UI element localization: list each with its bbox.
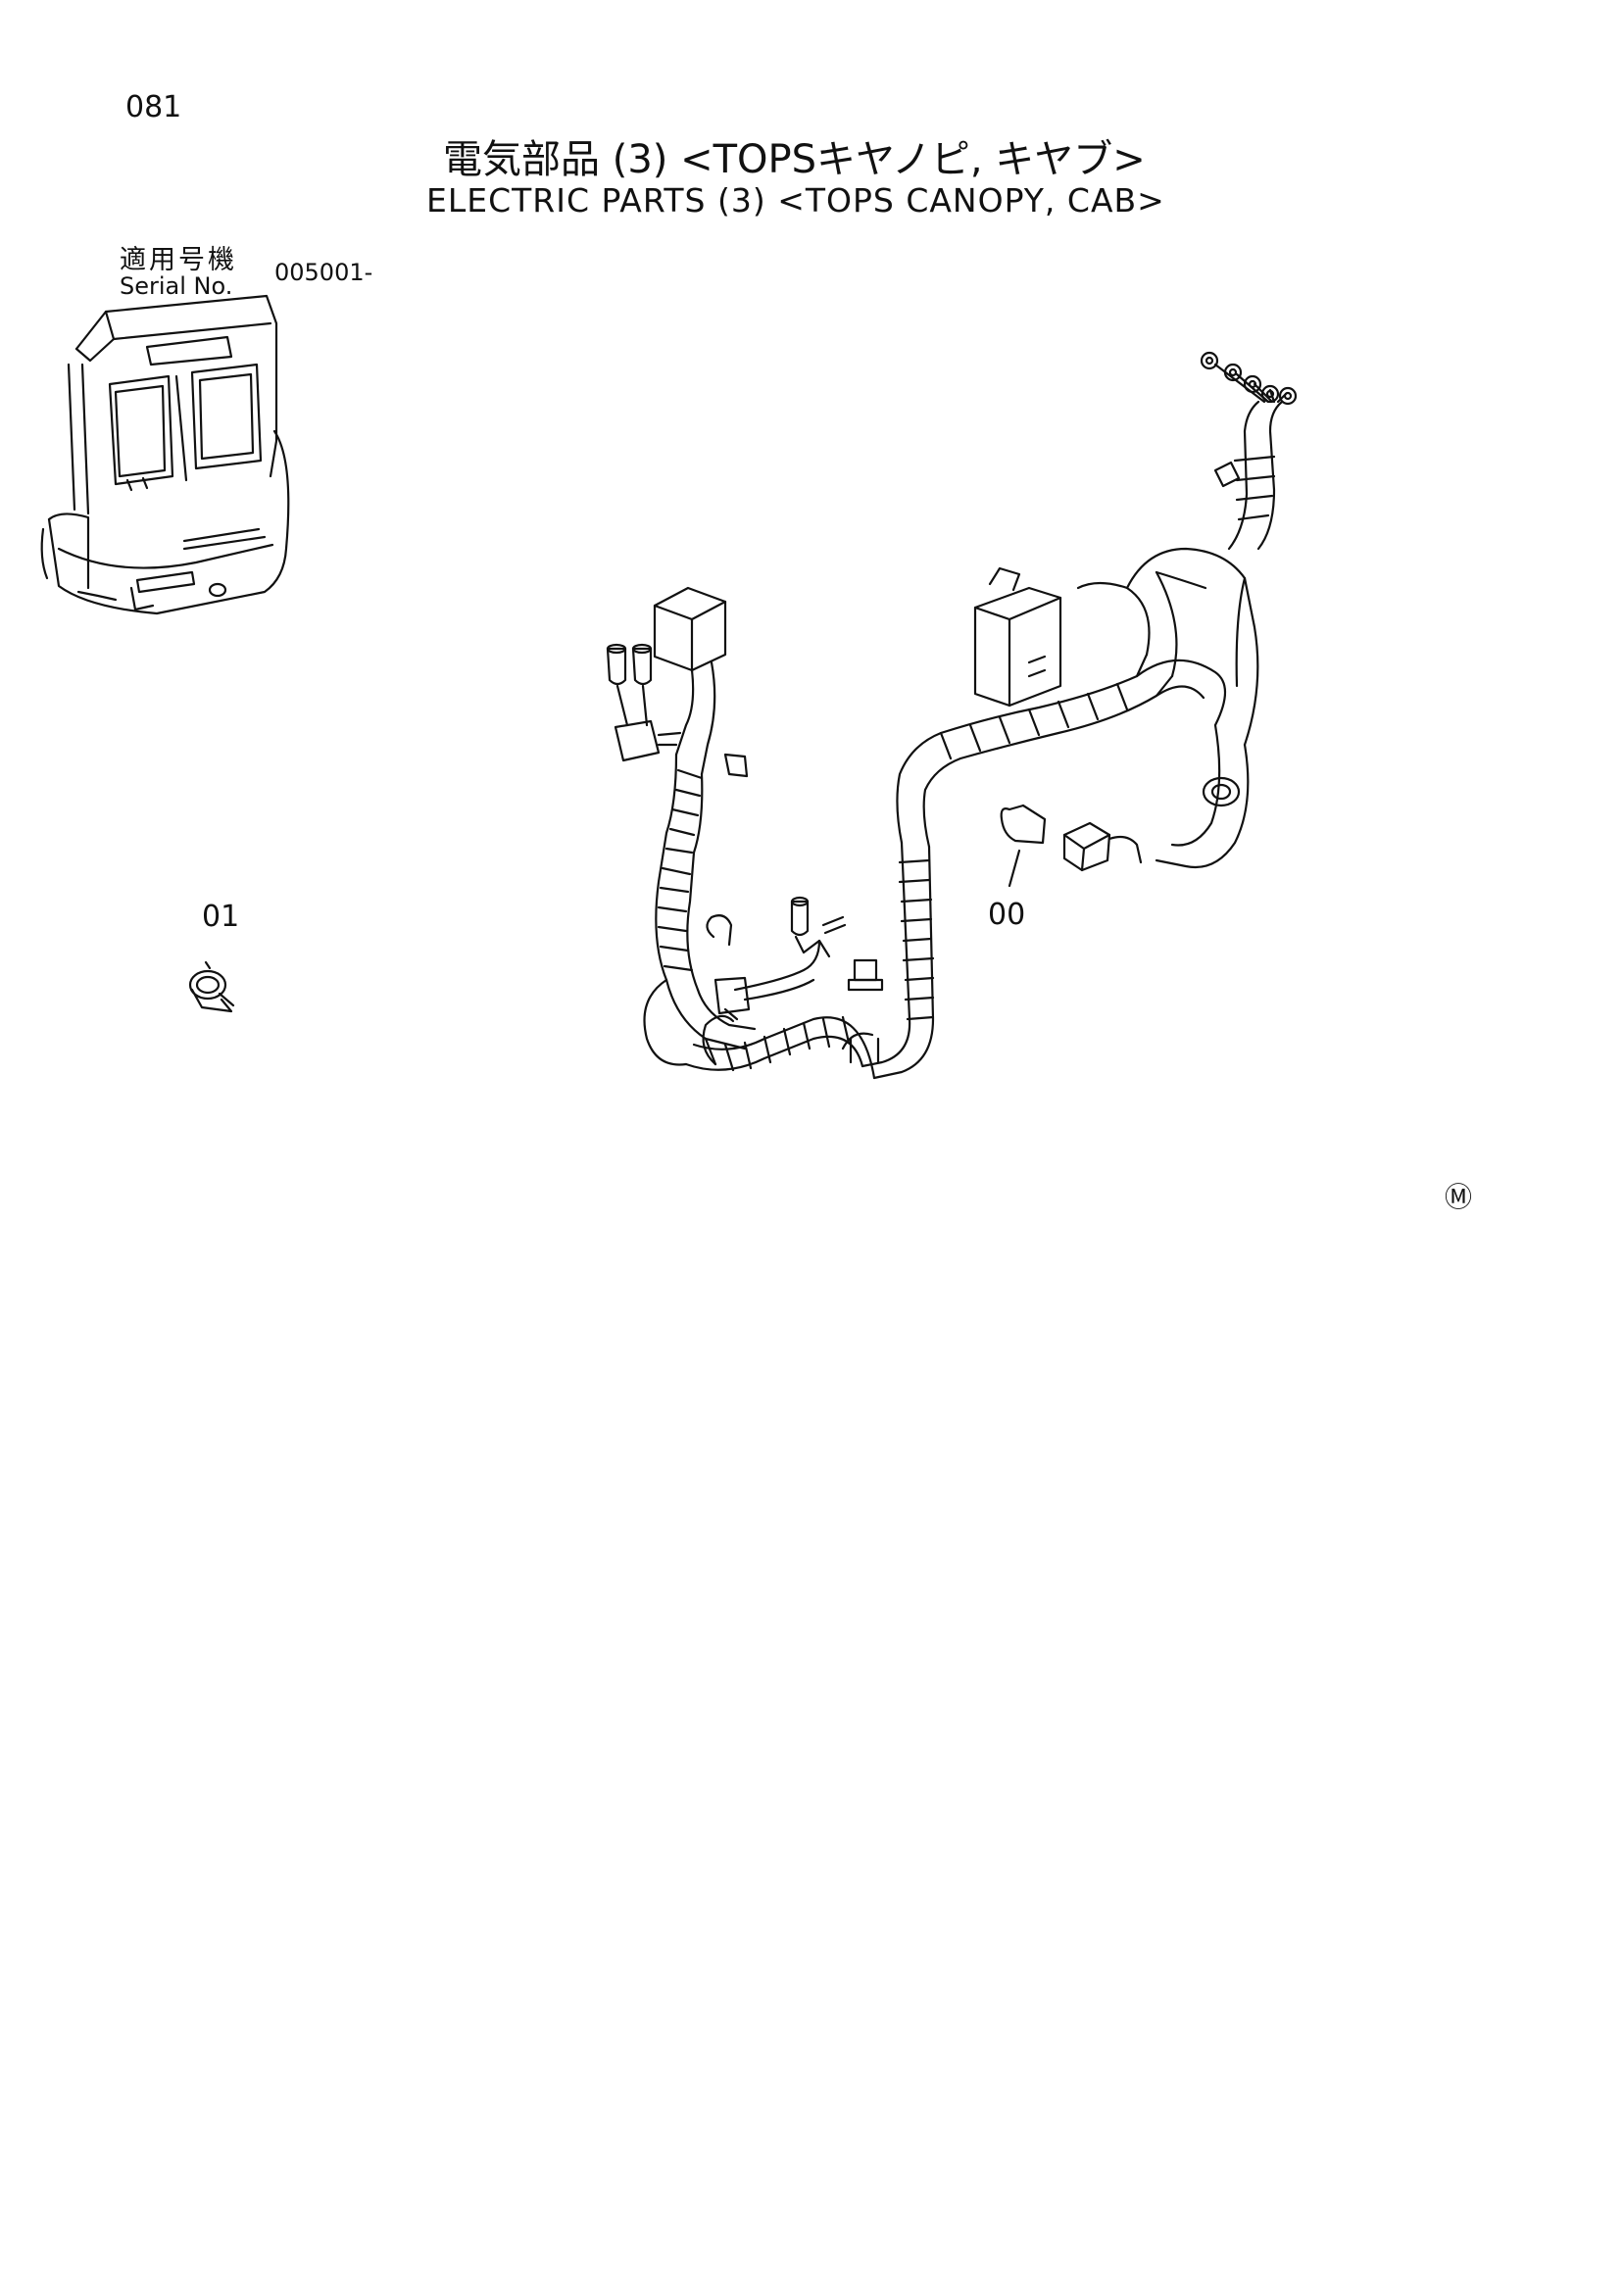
cab-thumbnail [40,294,290,615]
wire-harness [606,351,1298,1080]
title-japanese: 電気部品 (3) <TOPSキヤノピ, キヤブ> [443,137,1146,182]
page-number: 081 [125,90,182,124]
serial-label-japanese: 適用号機 [120,245,237,275]
serial-label: Serial No. [120,272,233,300]
title-english: ELECTRIC PARTS (3) <TOPS CANOPY, CAB> [426,181,1165,220]
callout-part-01: 01 [202,900,240,934]
serial-number-value: 005001- [274,259,373,286]
m-mark-symbol: Ⓜ [1445,1181,1473,1213]
clamp-part-01 [188,960,235,1013]
leader-line-00 [1008,849,1021,888]
callout-part-00: 00 [988,898,1026,932]
